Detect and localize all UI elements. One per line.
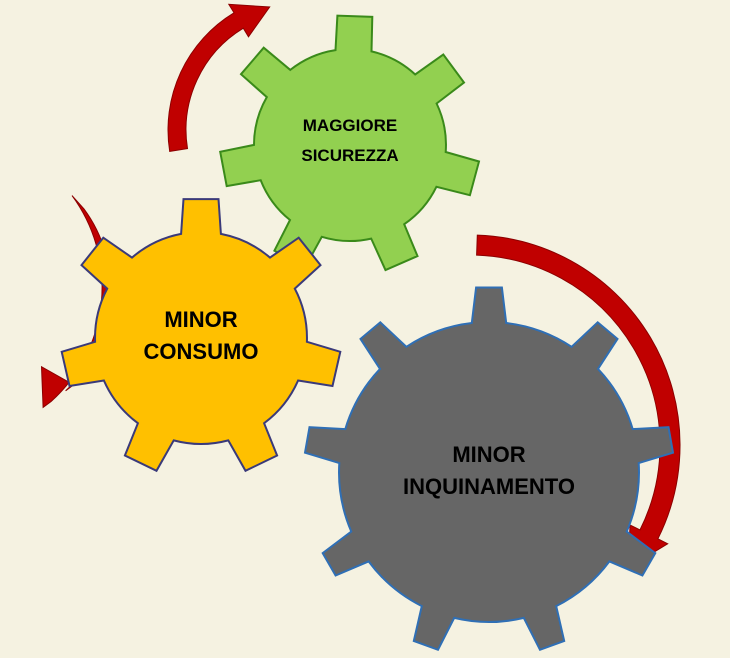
arrow-top-left bbox=[167, 3, 271, 152]
gear-green-shape bbox=[219, 14, 481, 272]
gear-green-label-line1: MAGGIORE bbox=[303, 116, 397, 135]
gear-yellow-label-line2: CONSUMO bbox=[144, 339, 259, 364]
gear-green: MAGGIORE SICUREZZA bbox=[219, 14, 481, 272]
gear-yellow-shape bbox=[60, 198, 342, 473]
gear-gray-label-line1: MINOR bbox=[452, 442, 525, 467]
gear-yellow: MINOR CONSUMO bbox=[60, 198, 342, 473]
gear-yellow-label-line1: MINOR bbox=[164, 307, 237, 332]
gear-gray-shape bbox=[303, 286, 675, 652]
gear-gray-label-line2: INQUINAMENTO bbox=[403, 474, 575, 499]
gear-green-label-line2: SICUREZZA bbox=[301, 146, 398, 165]
gear-gray: MINOR INQUINAMENTO bbox=[303, 286, 675, 652]
